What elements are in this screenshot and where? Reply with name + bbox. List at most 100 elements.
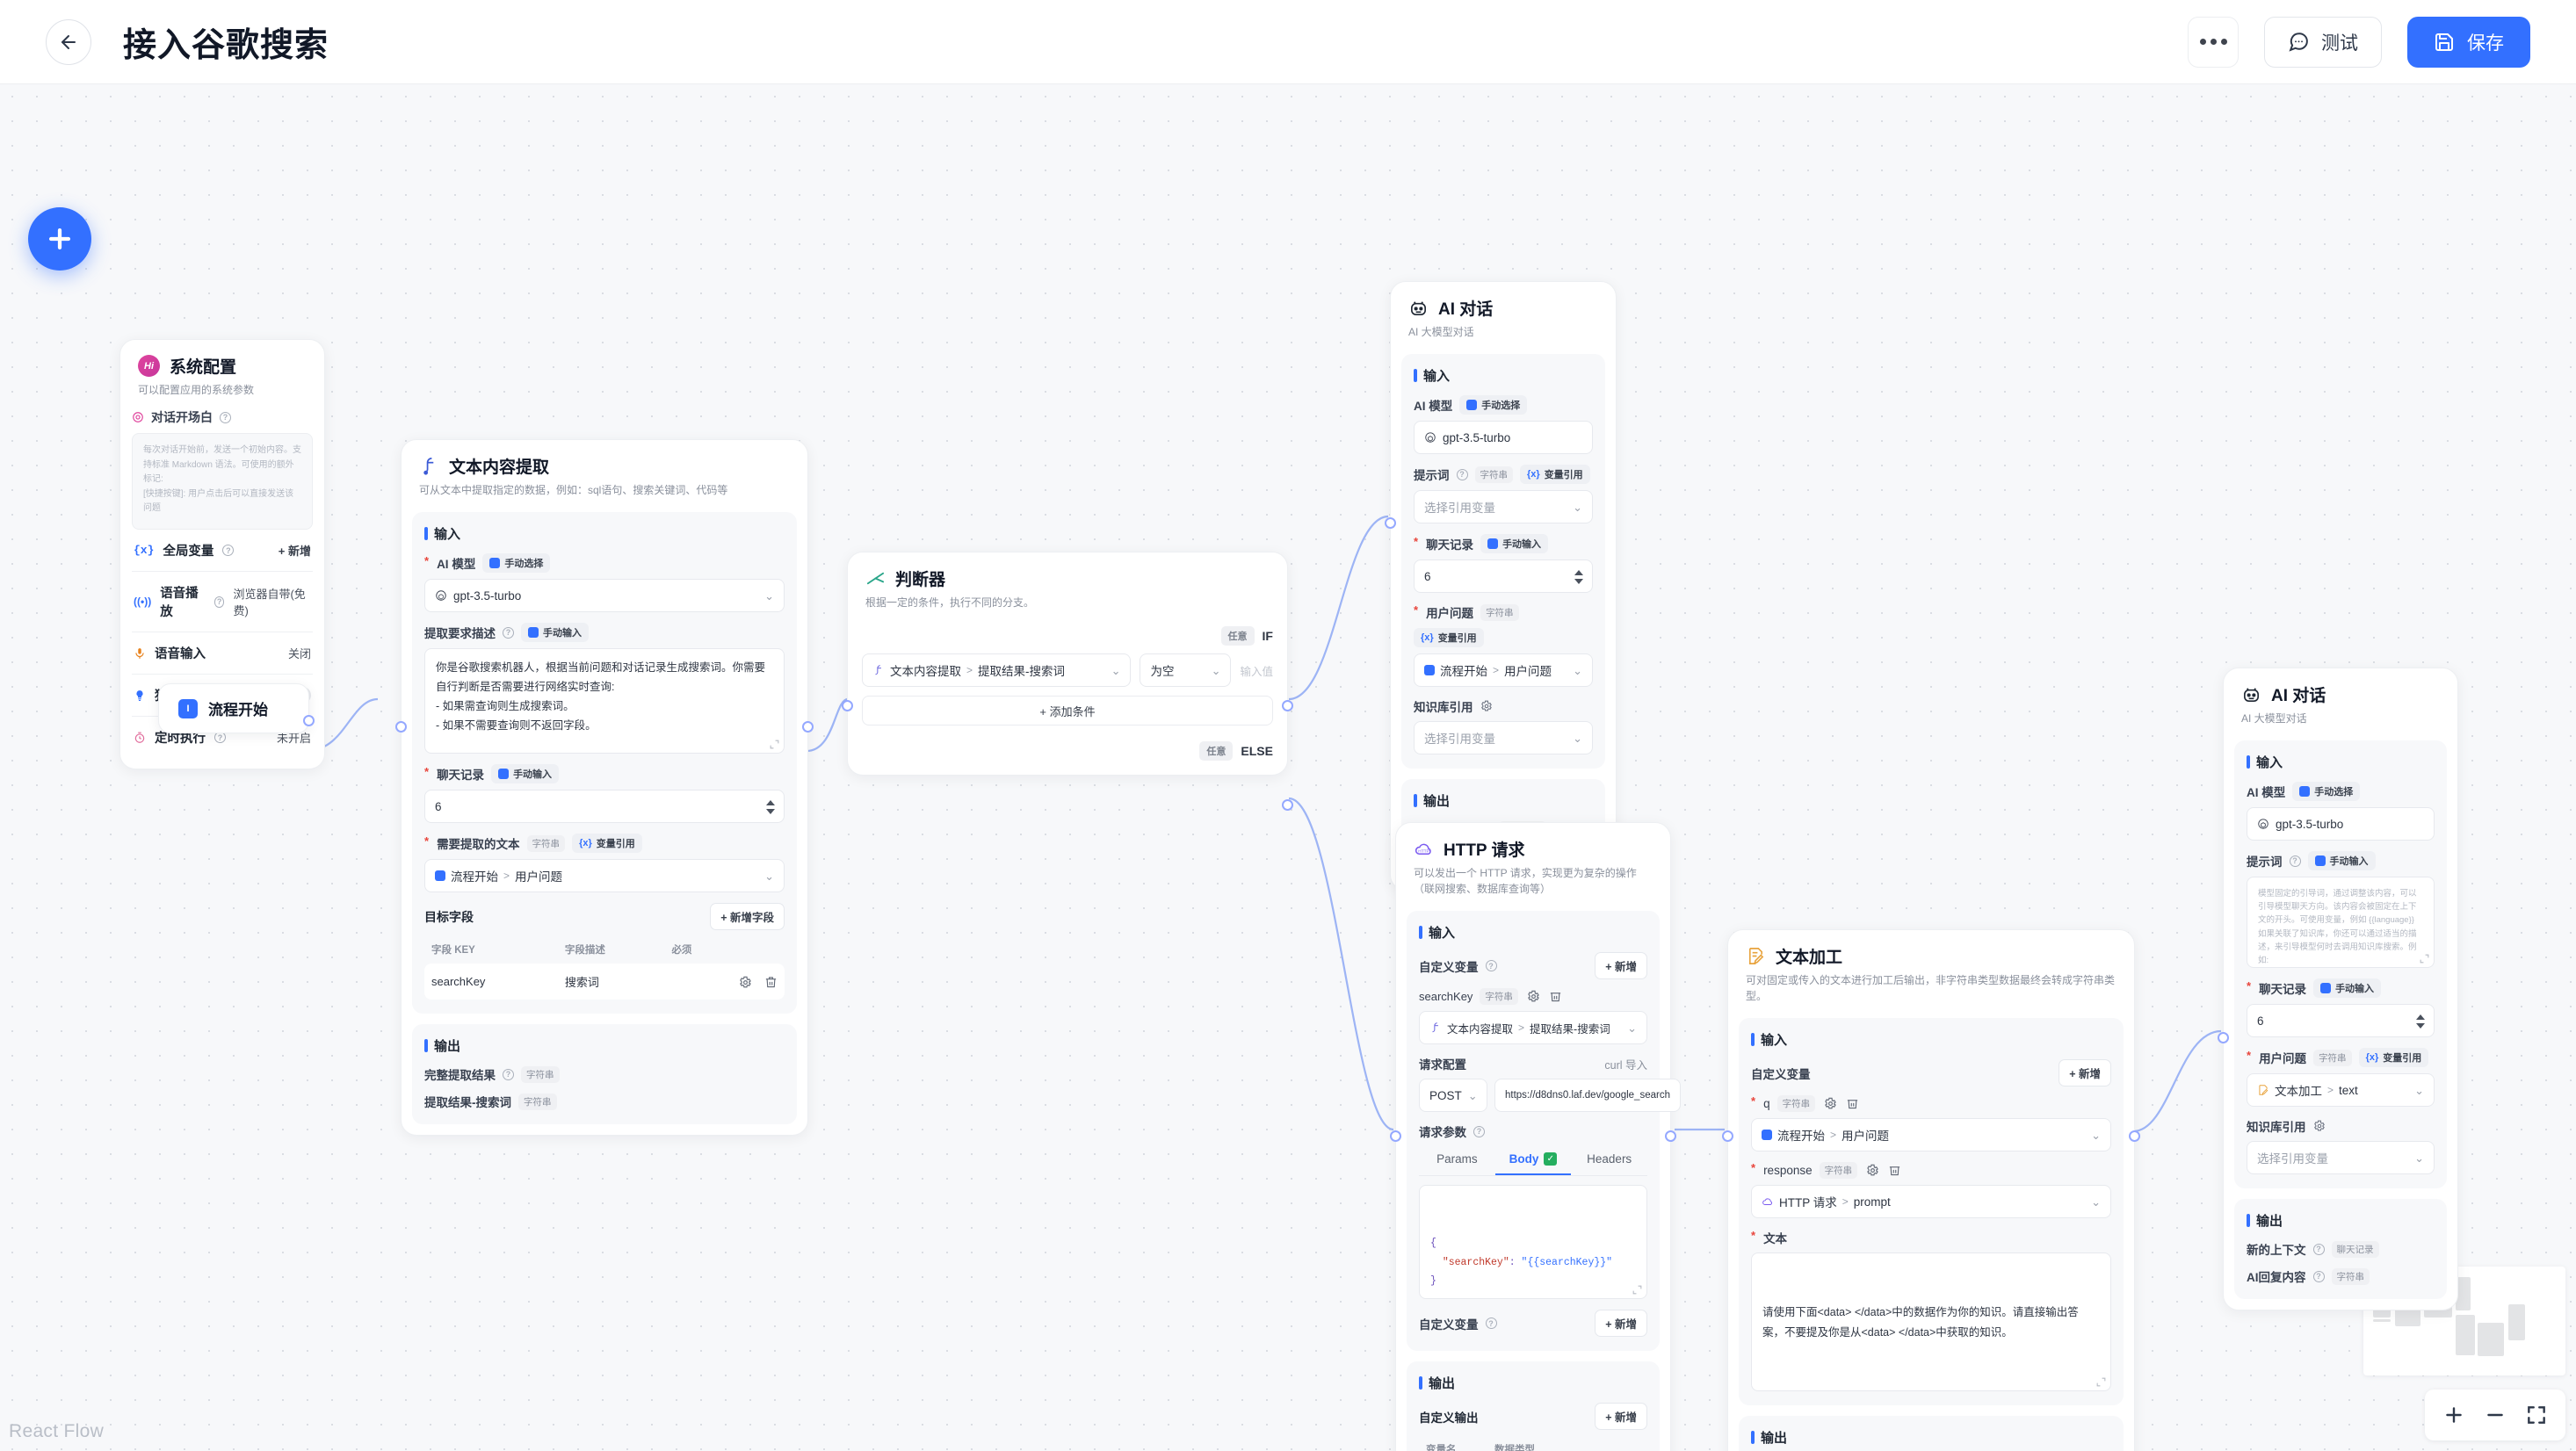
q-variable-select[interactable]: 流程开始 > 用户问题 ⌄ [1751, 1118, 2111, 1151]
help-icon[interactable]: ? [503, 626, 514, 639]
add-output-button[interactable]: + 新增 [1595, 1403, 1647, 1430]
mode-chip-manual-input[interactable]: 手动输入 [2313, 978, 2382, 998]
resize-grip-icon[interactable] [2419, 953, 2430, 964]
history-stepper-input[interactable]: 6 [424, 790, 785, 823]
tab-params[interactable]: Params [1436, 1152, 1478, 1166]
node-ai-chat-right[interactable]: AI 对话 AI 大模型对话 输入 AI 模型 手动选择 gpt-3.5-tur… [2218, 668, 2458, 1310]
else-any-tag[interactable]: 任意 [1199, 741, 1234, 761]
handle-source-if[interactable] [1282, 700, 1293, 711]
help-icon[interactable]: ? [2289, 855, 2301, 867]
help-icon[interactable]: ? [2312, 1270, 2325, 1282]
mode-chip-variable-ref[interactable]: {x}变量引用 [2358, 1048, 2429, 1067]
stepper-arrows[interactable] [2416, 1005, 2425, 1038]
resize-grip-icon[interactable] [1632, 1284, 1643, 1296]
add-custom-var-button-2[interactable]: + 新增 [1595, 1310, 1647, 1337]
back-button[interactable] [46, 18, 91, 65]
node-ai-chat-top[interactable]: AI 对话 AI 大模型对话 输入 AI 模型 手动选择 gpt-3.5-tur… [1385, 281, 1617, 891]
if-any-tag[interactable]: 任意 [1220, 626, 1255, 646]
zoom-out-button[interactable] [2484, 1404, 2507, 1426]
add-field-button[interactable]: + 新增字段 [710, 903, 785, 930]
resize-grip-icon[interactable] [2095, 1376, 2107, 1388]
trash-icon[interactable] [1888, 1164, 1901, 1177]
flow-canvas[interactable]: Hi 系统配置 可以配置应用的系统参数 对话开场白 ? 每次对话开始前，发送一个… [0, 84, 2576, 1451]
response-variable-select[interactable]: HTTP 请求 > prompt ⌄ [1751, 1185, 2111, 1218]
stepper-arrows[interactable] [766, 790, 775, 824]
text-textarea[interactable]: 请使用下面<data> </data>中的数据作为你的知识。请直接输出答案，不要… [1751, 1252, 2111, 1391]
gear-icon[interactable] [1527, 990, 1540, 1003]
handle-target[interactable] [842, 700, 853, 711]
help-icon[interactable]: ? [1485, 1317, 1497, 1329]
cfg-row-global-var[interactable]: {x} 全局变量 ? + 新增 [132, 530, 313, 572]
prompt-textarea[interactable]: 模型固定的引导词，通过调整该内容，可以引导模型聊天方向。该内容会被固定在上下文的… [2247, 877, 2435, 968]
more-options-button[interactable] [2188, 16, 2239, 68]
help-icon[interactable]: ? [222, 545, 235, 556]
fit-view-button[interactable] [2525, 1404, 2548, 1426]
http-body-editor[interactable]: { "searchKey": "{{searchKey}}" } [1419, 1185, 1647, 1299]
user-question-select[interactable]: 文本加工 > text ⌄ [2247, 1073, 2435, 1107]
test-button[interactable]: 测试 [2264, 16, 2382, 68]
history-stepper-input[interactable]: 6 [1414, 559, 1593, 593]
tab-headers[interactable]: Headers [1587, 1152, 1632, 1166]
help-icon[interactable]: ? [220, 411, 231, 423]
node-flow-start[interactable]: I 流程开始 [158, 683, 315, 733]
mode-chip-manual-input[interactable]: 手动输入 [491, 764, 560, 783]
resize-grip-icon[interactable] [769, 739, 780, 750]
cfg-add-global-var[interactable]: + 新增 [278, 545, 311, 558]
http-method-select[interactable]: POST ⌄ [1419, 1079, 1487, 1112]
cfg-row-schedule[interactable]: 定时执行 ? 未开启 [132, 717, 313, 758]
gear-icon[interactable] [1824, 1097, 1837, 1110]
history-stepper-input[interactable]: 6 [2247, 1004, 2435, 1037]
handle-source[interactable] [303, 715, 315, 726]
handle-target[interactable] [1722, 1130, 1733, 1142]
add-custom-var-button[interactable]: + 新增 [2059, 1059, 2111, 1086]
mode-chip-manual-select[interactable]: 手动选择 [482, 553, 551, 573]
trash-icon[interactable] [764, 976, 778, 989]
stepper-arrows[interactable] [1574, 560, 1583, 594]
http-url-input[interactable]: https://d8dns0.laf.dev/google_search [1494, 1079, 1681, 1112]
ai-model-select[interactable]: gpt-3.5-turbo [1414, 421, 1593, 454]
knowledge-base-select[interactable]: 选择引用变量 ⌄ [2247, 1141, 2435, 1174]
handle-target[interactable] [2218, 1032, 2229, 1043]
handle-source[interactable] [2129, 1130, 2140, 1142]
mode-chip-variable-ref[interactable]: {x}变量引用 [572, 834, 642, 853]
gear-icon[interactable] [1480, 700, 1493, 712]
prompt-textarea[interactable]: 你是谷歌搜索机器人，根据当前问题和对话记录生成搜索词。你需要自行判断是否需要进行… [424, 648, 785, 754]
mode-chip-variable-ref[interactable]: {x}变量引用 [1414, 628, 1484, 647]
help-icon[interactable]: ? [213, 596, 225, 608]
condition-value-placeholder[interactable]: 输入值 [1240, 665, 1273, 678]
mode-chip-manual-input[interactable]: 手动输入 [1480, 534, 1549, 553]
handle-source[interactable] [1665, 1130, 1676, 1142]
help-icon[interactable]: ? [503, 1068, 514, 1080]
add-node-button[interactable] [28, 207, 91, 271]
help-icon[interactable]: ? [1456, 468, 1468, 480]
mode-chip-manual-input[interactable]: 手动输入 [2307, 851, 2376, 870]
opening-textarea[interactable]: 每次对话开始前，发送一个初始内容。支持标准 Markdown 语法。可使用的额外… [132, 433, 313, 530]
searchkey-variable-select[interactable]: 文本内容提取 > 提取结果-搜索词 ⌄ [1419, 1011, 1647, 1044]
cfg-row-voice-input[interactable]: 语音输入 关闭 [132, 632, 313, 675]
zoom-in-button[interactable] [2442, 1404, 2465, 1426]
user-question-select[interactable]: 流程开始 > 用户问题 ⌄ [1414, 653, 1593, 687]
curl-import-button[interactable]: curl 导入 [1604, 1058, 1647, 1072]
gear-icon[interactable] [1866, 1164, 1879, 1177]
mode-chip-variable-ref[interactable]: {x}变量引用 [1520, 465, 1590, 484]
add-condition-button[interactable]: + 添加条件 [862, 696, 1273, 726]
ai-model-select[interactable]: gpt-3.5-turbo ⌄ [424, 579, 785, 612]
trash-icon[interactable] [1549, 990, 1562, 1003]
trash-icon[interactable] [1846, 1097, 1859, 1110]
condition-variable-select[interactable]: 文本内容提取 > 提取结果-搜索词 ⌄ [862, 653, 1132, 687]
help-icon[interactable]: ? [2312, 1243, 2325, 1255]
prompt-variable-select[interactable]: 选择引用变量 ⌄ [1414, 490, 1593, 523]
handle-target[interactable] [395, 721, 407, 733]
node-text-process[interactable]: 文本加工 可对固定或传入的文本进行加工后输出，非字符串类型数据最终会转成字符串类… [1722, 929, 2140, 1451]
mode-chip-manual-input[interactable]: 手动输入 [521, 623, 589, 642]
save-button[interactable]: 保存 [2407, 16, 2530, 68]
add-custom-var-button[interactable]: + 新增 [1595, 952, 1647, 979]
tab-body[interactable]: Body✓ [1494, 1145, 1572, 1175]
handle-target[interactable] [1390, 1130, 1401, 1142]
node-condition[interactable]: 判断器 根据一定的条件，执行不同的分支。 任意 IF 文本内容提取 > 提取结果… [842, 552, 1293, 811]
help-icon[interactable]: ? [1485, 960, 1497, 971]
help-icon[interactable]: ? [1473, 1125, 1485, 1137]
handle-source[interactable] [802, 721, 814, 733]
gear-icon[interactable] [739, 976, 752, 989]
table-row[interactable]: searchKey 搜索词 [424, 964, 785, 1000]
